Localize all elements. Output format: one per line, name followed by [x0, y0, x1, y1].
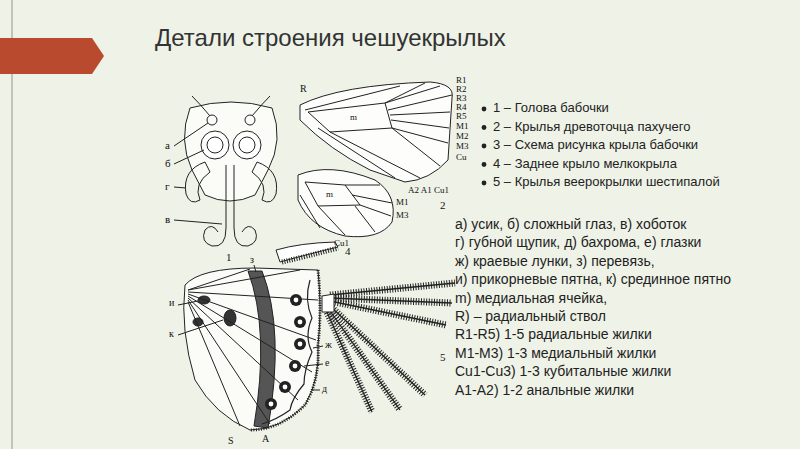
part-letter: к: [169, 329, 174, 339]
title-banner: [0, 38, 104, 74]
bullet-item: 4 – Заднее крыло мелкокрыла: [493, 157, 677, 172]
part-letter: б: [165, 158, 171, 169]
vein-label: M3: [396, 211, 409, 220]
legend-line: A1-A2) 1-2 анальные жилки: [455, 382, 634, 398]
bullet-item: 2 – Крылья древоточца пахучего: [493, 120, 690, 135]
part-letter: и: [169, 298, 174, 308]
vein-label: M3: [456, 142, 469, 151]
vein-label: m: [350, 113, 357, 122]
legend-line: и) прикорневые пятна, к) срединное пятно: [455, 271, 731, 287]
vein-label: M2: [456, 132, 469, 141]
legend-line: Cu1-Cu3) 1-3 кубитальные жилки: [455, 363, 671, 379]
bullet-item: 3 – Схема рисунка крыла бабочки: [493, 138, 698, 153]
vein-label: R: [300, 84, 307, 94]
vein-label: R1: [456, 76, 467, 85]
part-letter: е: [325, 358, 329, 368]
vein-label: R5: [456, 112, 467, 121]
part-letter: а: [165, 140, 170, 151]
vein-label: R3: [456, 94, 467, 103]
vein-label: A2 A1 Cu1: [408, 186, 449, 195]
callout-number: 2: [440, 200, 446, 211]
bullet-dots: [482, 107, 487, 186]
part-letter: ж: [325, 340, 332, 350]
bullet-item: 5 – Крылья веерокрылки шестипалой: [493, 175, 720, 190]
bullet-item: 1 – Голова бабочки: [493, 101, 609, 116]
slide-title: Детали строения чешуекрылых: [155, 24, 506, 52]
vein-label: M1: [456, 122, 469, 131]
legend-line: а) усик, б) сложный глаз, в) хоботок: [455, 216, 686, 232]
legend-line: ж) краевые лунки, з) перевязь,: [455, 253, 655, 269]
vein-label: m: [326, 190, 333, 199]
part-letter: д: [322, 384, 327, 394]
figures: [174, 82, 455, 430]
legend-line: R1-R5) 1-5 радиальные жилки: [455, 326, 652, 342]
legend-line: г) губной щупик, д) бахрома, е) глазки: [455, 234, 701, 250]
vein-label: Cu: [456, 153, 467, 162]
callout-number: 5: [440, 352, 446, 363]
part-letter: в: [165, 214, 170, 225]
callout-number: 1: [226, 252, 232, 263]
legend-line: M1-M3) 1-3 медиальный жилки: [455, 345, 656, 361]
callout-number: 4: [345, 246, 351, 257]
legend-line: m) медиальная ячейка,: [455, 290, 607, 306]
vein-label: M1: [396, 198, 409, 207]
part-letter: з: [250, 255, 254, 265]
legend-line: R) – радиальный ствол: [455, 308, 606, 324]
vein-label: R2: [456, 85, 467, 94]
part-letter: A: [262, 434, 269, 444]
part-letter: г: [165, 181, 170, 192]
part-letter: S: [228, 436, 234, 446]
vein-label: R4: [456, 103, 467, 112]
